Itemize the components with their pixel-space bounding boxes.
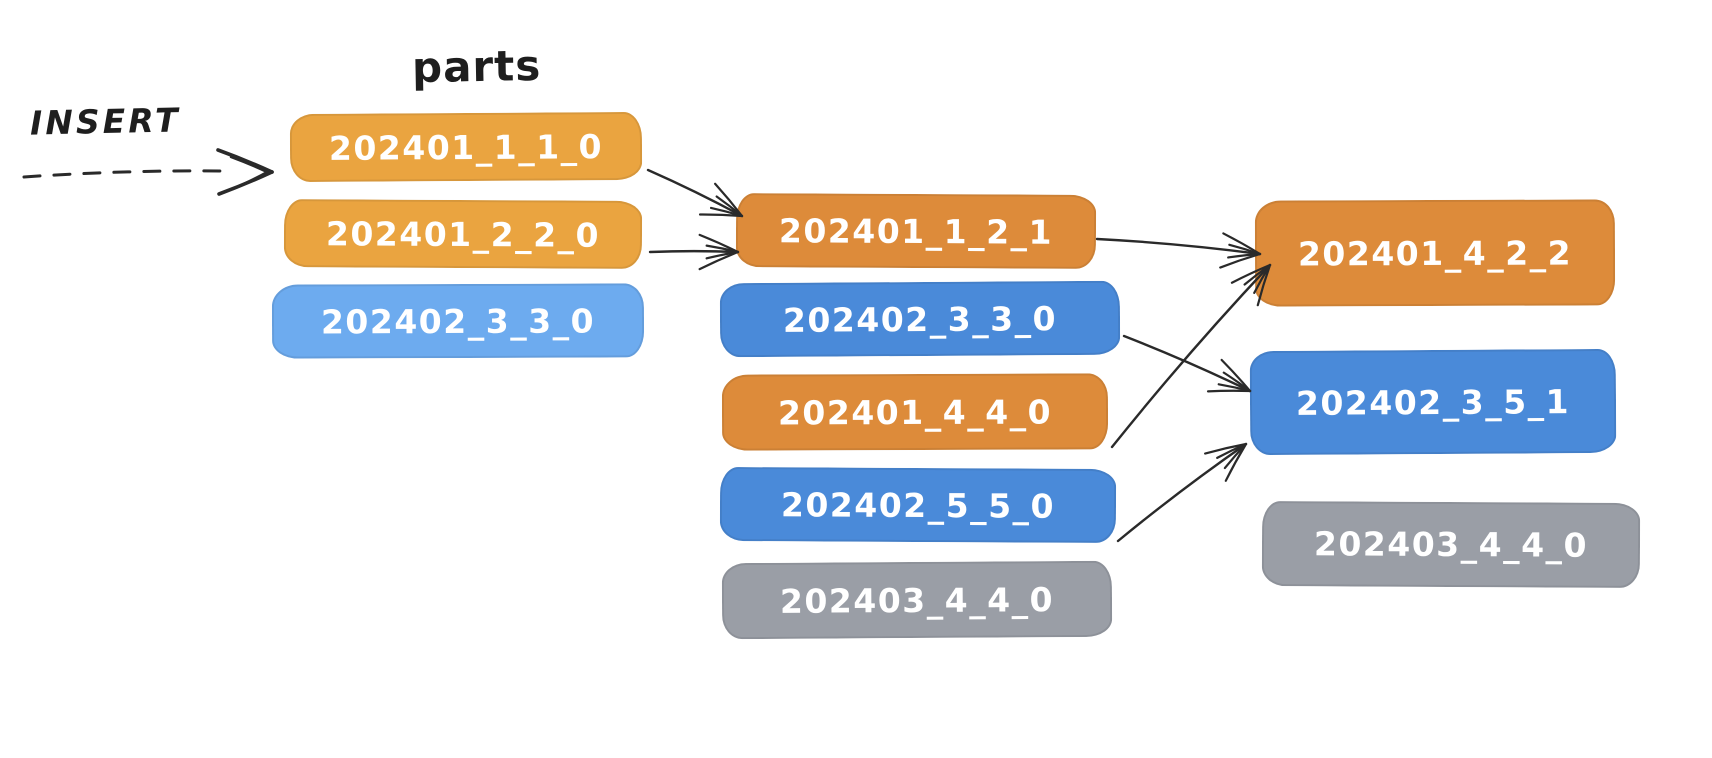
part-label: 202402_5_5_0 (780, 484, 1056, 526)
part-label: 202401_4_2_2 (1297, 233, 1573, 273)
part-box: 202402_3_3_0 (271, 283, 645, 359)
part-label: 202401_4_4_0 (777, 392, 1053, 432)
merge-arrow-202401_1_2_1-to-202401_4_2_2 (1095, 232, 1262, 269)
merge-arrow-202402_3_3_0-to-202402_3_5_1 (1122, 334, 1252, 393)
part-box: 202402_3_3_0 (719, 280, 1121, 358)
part-box: 202403_4_4_0 (721, 560, 1113, 640)
part-label: 202401_2_2_0 (325, 213, 601, 255)
part-box: 202402_5_5_0 (719, 466, 1117, 544)
part-box: 202401_4_2_2 (1254, 199, 1616, 307)
merge-arrow-202401_1_1_0-to-202401_1_2_1 (646, 168, 744, 218)
merge-arrow-202402_5_5_0-to-202402_3_5_1 (1116, 442, 1248, 543)
part-label: 202401_1_2_1 (778, 210, 1054, 252)
part-label: 202402_3_3_0 (320, 301, 596, 341)
part-label: 202403_4_4_0 (1313, 524, 1589, 565)
merge-arrow-202401_2_2_0-to-202401_1_2_1 (648, 233, 740, 271)
merge-arrow-202401_4_4_0-to-202401_4_2_2 (1110, 263, 1272, 449)
parts-column-title: parts (411, 40, 542, 93)
part-box: 202401_1_2_1 (735, 193, 1097, 269)
part-box: 202401_4_4_0 (721, 373, 1109, 451)
part-box: 202402_3_5_1 (1249, 348, 1617, 456)
part-label: 202401_1_1_0 (328, 126, 604, 168)
part-label: 202402_3_3_0 (782, 298, 1058, 340)
part-label: 202403_4_4_0 (779, 579, 1055, 621)
part-box: 202403_4_4_0 (1261, 501, 1641, 588)
part-box: 202401_1_1_0 (289, 111, 643, 183)
insert-arrow (22, 148, 274, 196)
insert-label: INSERT (29, 100, 182, 143)
part-label: 202402_3_5_1 (1295, 381, 1571, 423)
part-box: 202401_2_2_0 (283, 199, 643, 269)
